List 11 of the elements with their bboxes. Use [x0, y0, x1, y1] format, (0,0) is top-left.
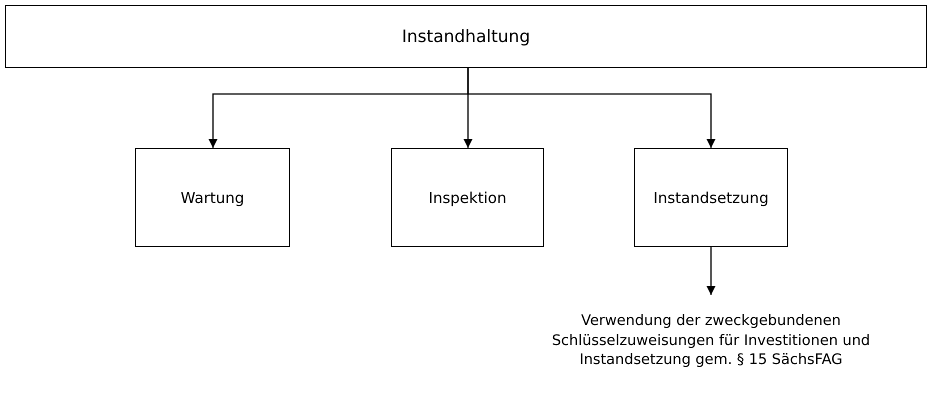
process-box — [634, 148, 788, 247]
process-box — [391, 148, 544, 247]
box-label: Wartung — [180, 188, 244, 206]
box-label: Instandsetzung — [653, 188, 769, 206]
box-label: Inspektion — [428, 188, 506, 206]
arrow — [467, 68, 716, 148]
box-label: Instandhaltung — [402, 26, 530, 46]
arrow — [706, 247, 716, 295]
process-box — [5, 5, 927, 68]
process-box — [135, 148, 290, 247]
note-text: Verwendung der zweckgebundenen Schlüsselzuweisungen für Investitionen und Instandsetzung gem. § 15 SächsFAG — [551, 312, 871, 370]
